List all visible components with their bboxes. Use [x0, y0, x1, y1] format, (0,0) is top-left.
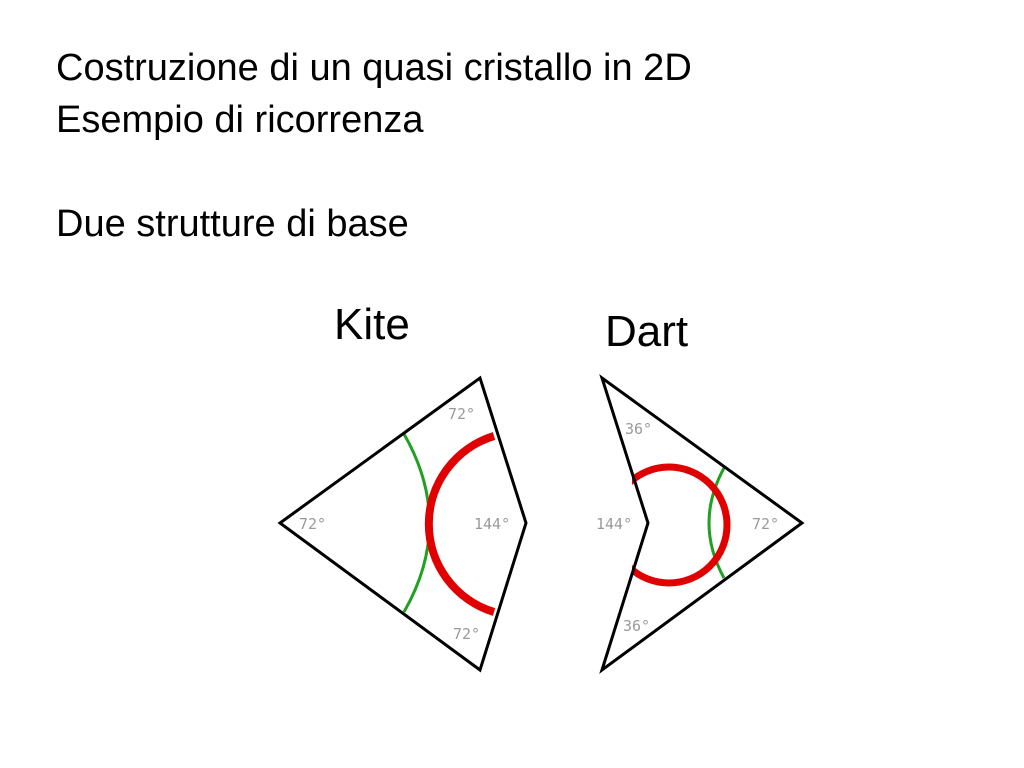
title-line-2: Esempio di ricorrenza [56, 99, 424, 141]
dart-angle-bottom: 36° [623, 617, 650, 635]
title-line-1: Costruzione di un quasi cristallo in 2D [56, 47, 692, 89]
kite-angle-left: 72° [299, 515, 326, 533]
dart-angle-right: 72° [752, 515, 779, 533]
kite-angle-top: 72° [448, 405, 475, 423]
slide-title: Costruzione di un quasi cristallo in 2D … [56, 42, 692, 250]
kite-angle-bottom: 72° [453, 625, 480, 643]
dart-green-arc [707, 467, 726, 579]
kite-red-arc [424, 432, 496, 616]
kite-outline [277, 375, 528, 673]
dart-label: Dart [605, 307, 689, 356]
dart-circle-mask [602, 450, 632, 600]
kite-figure: 72° 72° 144° 72° [277, 375, 528, 673]
kite-label: Kite [334, 300, 410, 349]
dart-outline [599, 374, 805, 674]
dart-angle-inner: 144° [596, 515, 632, 533]
title-line-3: Due strutture di base [56, 203, 409, 245]
kite-angle-right: 144° [474, 515, 510, 533]
dart-angle-top: 36° [625, 420, 652, 438]
dart-figure: 36° 144° 72° 36° [596, 374, 805, 674]
